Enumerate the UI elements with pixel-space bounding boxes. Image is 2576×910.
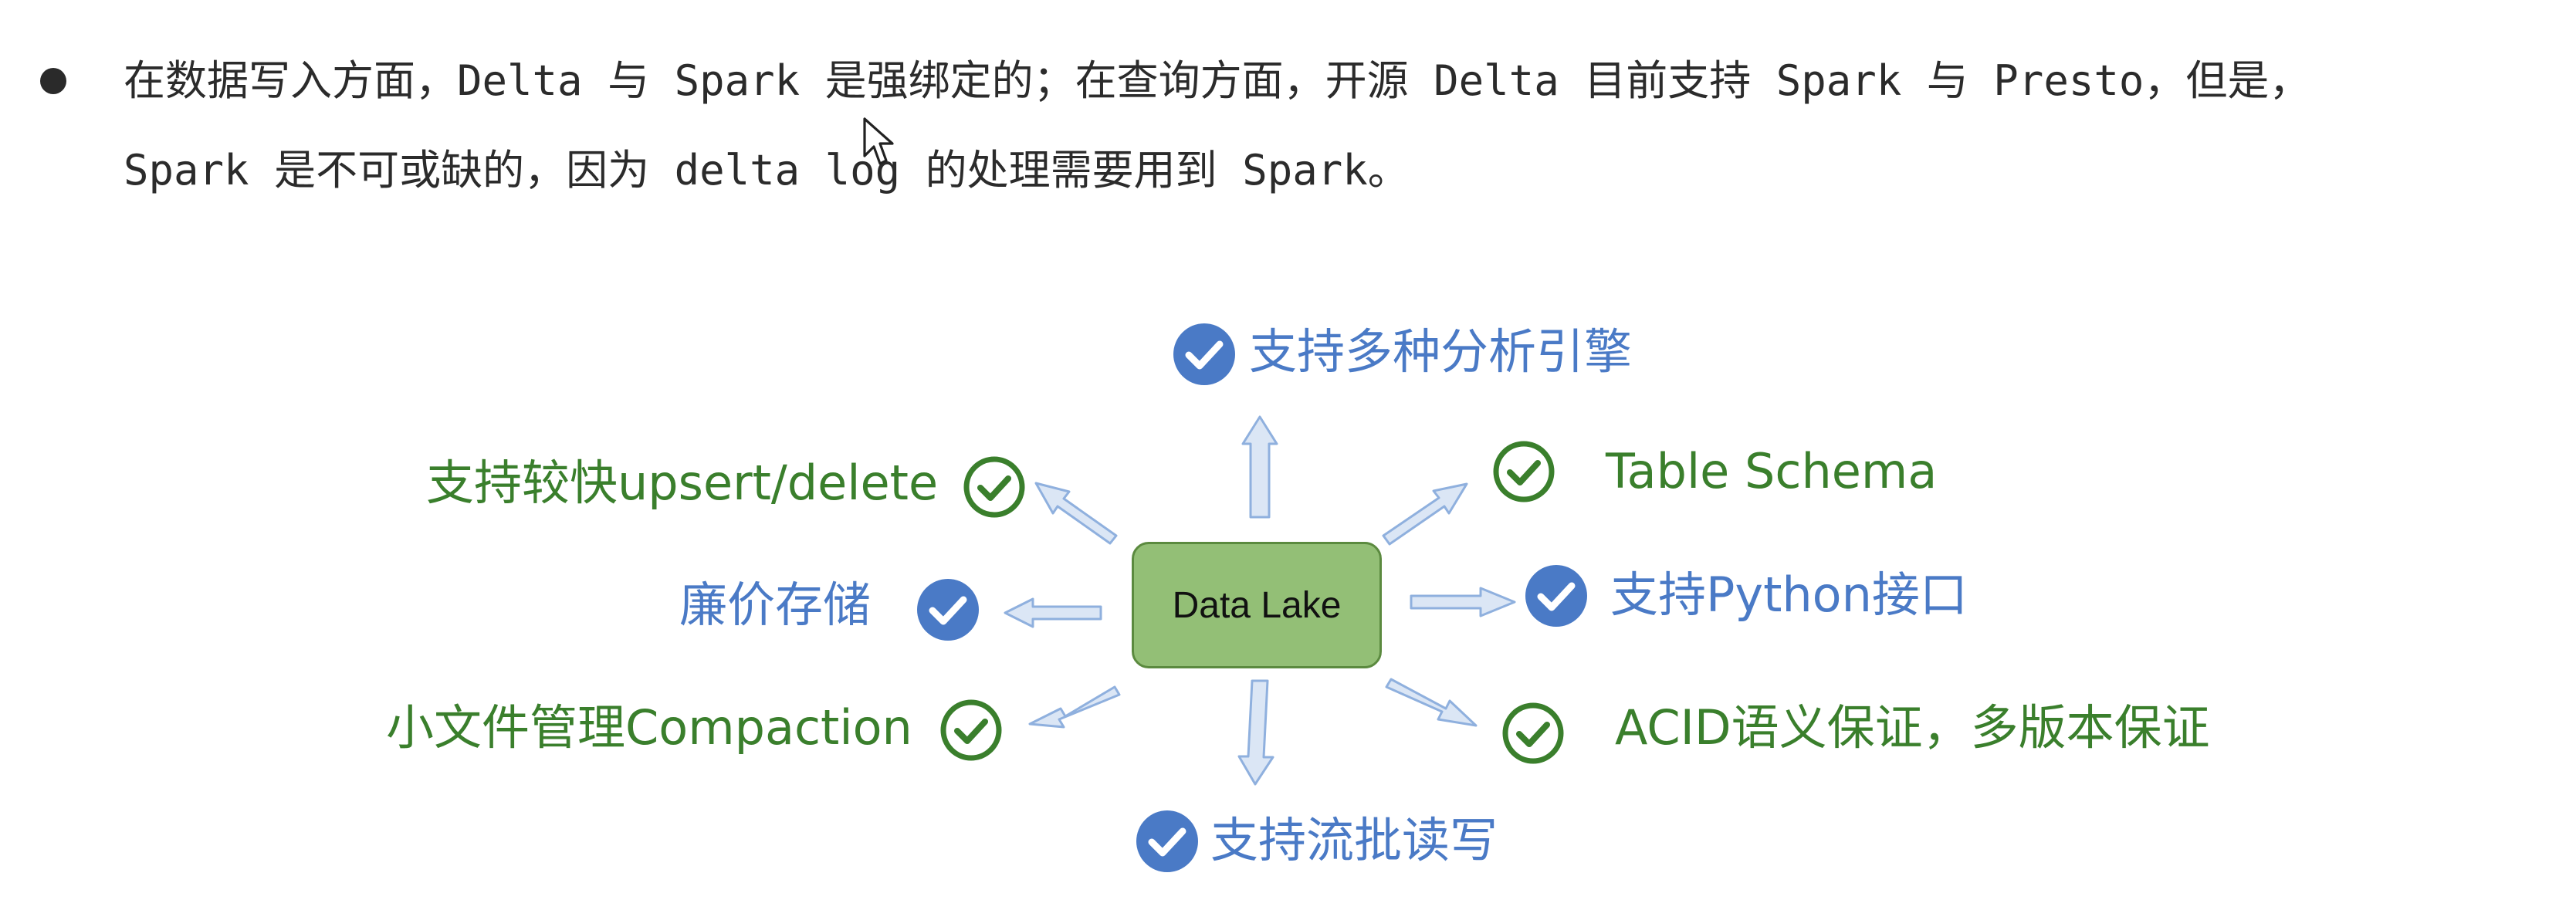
feature-multi-engine: 支持多种分析引擎 [1249, 323, 1633, 380]
check-circle-outline-icon [1502, 702, 1564, 764]
feature-python-api: 支持Python接口 [1610, 567, 1968, 623]
paragraph-line-1: 在数据写入方面，Delta 与 Spark 是强绑定的；在查询方面，开源 Del… [124, 56, 2311, 105]
mouse-cursor-icon [863, 117, 894, 165]
data-lake-diagram: Data Lake 支持多种分析引擎 支持较快upsert/delete Tab… [0, 216, 2576, 910]
check-circle-outline-icon [940, 699, 1002, 761]
arrow-right [1410, 587, 1516, 617]
arrow-upper-right [1382, 482, 1468, 546]
feature-compaction: 小文件管理Compaction [386, 699, 912, 756]
paragraph-line-2: Spark 是不可或缺的，因为 delta log 的处理需要用到 Spark。 [124, 146, 1410, 195]
feature-cheap-storage: 廉价存储 [679, 577, 872, 633]
diagram-arrows [1004, 415, 1516, 786]
check-circle-filled-icon [917, 579, 979, 641]
check-circle-outline-icon [963, 456, 1025, 518]
arrow-top [1241, 415, 1278, 519]
check-circle-filled-icon [1136, 810, 1198, 872]
arrow-left [1004, 597, 1102, 628]
arrow-bottom [1237, 679, 1274, 786]
feature-acid: ACID语义保证，多版本保证 [1615, 699, 2210, 756]
feature-stream-batch: 支持流批读写 [1210, 812, 1498, 868]
text-paragraph: 在数据写入方面，Delta 与 Spark 是强绑定的；在查询方面，开源 Del… [0, 0, 2576, 216]
bullet-point-icon [40, 68, 66, 94]
feature-table-schema: Table Schema [1606, 443, 1938, 499]
check-circle-outline-icon [1493, 441, 1555, 502]
data-lake-label: Data Lake [1172, 584, 1342, 626]
feature-upsert-delete: 支持较快upsert/delete [426, 455, 939, 511]
check-circle-filled-icon [1525, 565, 1587, 627]
check-circle-filled-icon [1173, 323, 1235, 385]
arrow-lower-right [1385, 678, 1478, 727]
arrow-lower-left [1028, 685, 1121, 729]
data-lake-box: Data Lake [1132, 542, 1382, 668]
arrow-upper-left [1034, 482, 1118, 545]
